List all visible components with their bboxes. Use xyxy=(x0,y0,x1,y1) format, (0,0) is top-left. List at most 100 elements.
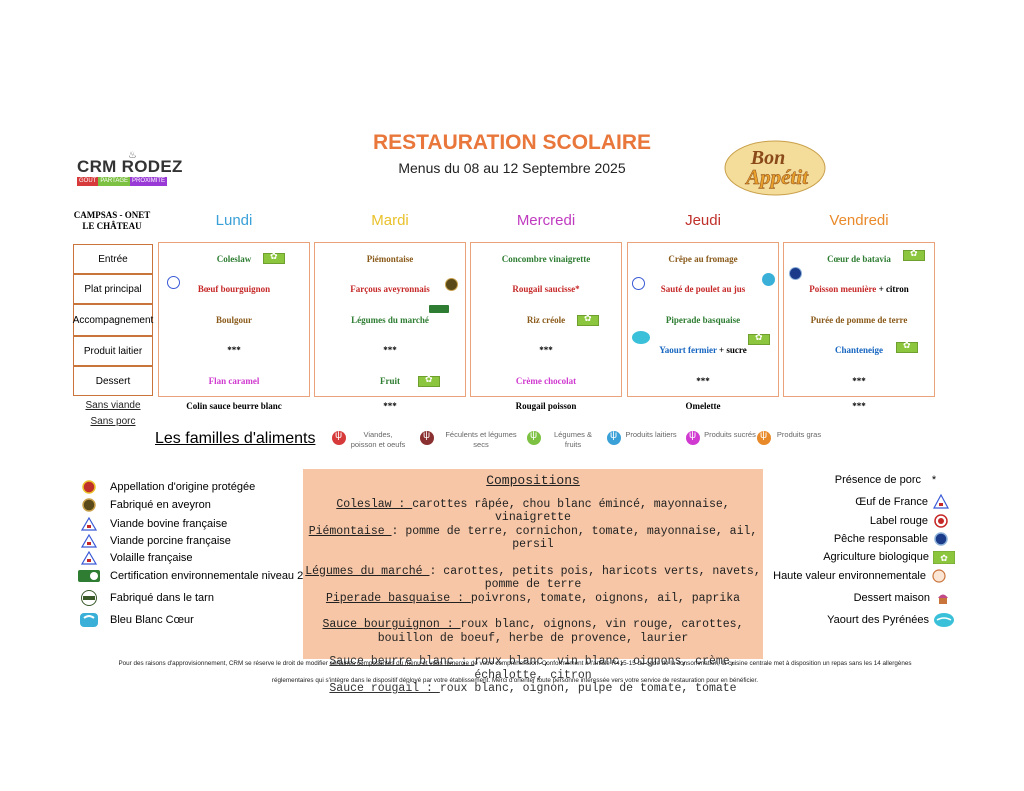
legend-vpf: Viande porcine française xyxy=(78,533,231,549)
aveyron-icon xyxy=(78,497,100,513)
menu-item-laitier: *** xyxy=(539,345,553,355)
row-label-plat: Plat principal xyxy=(73,274,153,304)
yaourt-icon xyxy=(632,331,650,344)
aop-icon xyxy=(78,479,100,495)
menu-column-jeudi: Crêpe au fromage Sauté de poulet au jus … xyxy=(627,242,779,397)
sans-viande-jeudi: Omelette xyxy=(685,401,721,411)
menu-item-plat: Bœuf bourguignon xyxy=(197,284,271,294)
feculents-icon xyxy=(420,430,434,445)
sans-viande-mercredi: Rougail poisson xyxy=(515,401,577,411)
svg-text:Appétit: Appétit xyxy=(744,165,809,189)
menu-item-accompagnement: Légumes du marché xyxy=(351,315,429,325)
menu-item-dessert: Flan caramel xyxy=(208,376,260,386)
legend-yaourt-pyrenees: Yaourt des Pyrénées xyxy=(827,612,956,628)
crm-rodez-logo: ♨ CRM RODEZ GOÛT PARTAGE PROXIMITÉ xyxy=(76,150,186,190)
logo-tagline: GOÛT PARTAGE PROXIMITÉ xyxy=(77,177,168,186)
compositions-title: Compositions xyxy=(486,473,580,488)
yaourt-icon xyxy=(932,612,956,628)
legend-porc: Présence de porc* xyxy=(835,472,944,488)
legend-aop: Appellation d'origine protégée xyxy=(78,479,255,495)
compositions-overflow: Sauce beurre blanc : roux blanc, vin bla… xyxy=(303,655,763,696)
volaille-icon xyxy=(632,277,645,290)
menu-item-plat: Rougail saucisse* xyxy=(512,284,580,294)
day-jeudi: Jeudi xyxy=(685,212,721,229)
bio-icon xyxy=(263,251,285,264)
composition-sauce-rougail: Sauce rougail : roux blanc, oignon, pulp… xyxy=(329,682,737,695)
row-label-laitier: Produit laitier xyxy=(73,336,153,366)
menu-item-accompagnement: Riz créole xyxy=(526,315,566,325)
legend-dessert-maison: Dessert maison xyxy=(854,590,953,606)
peche-icon xyxy=(931,531,951,547)
svg-text:✿: ✿ xyxy=(940,553,948,563)
bio-icon xyxy=(896,340,918,353)
bio-icon: ✿ xyxy=(932,549,956,565)
row-label-accompagnement: Accompagnement xyxy=(73,304,153,336)
viandes-icon xyxy=(332,430,346,445)
menu-item-dessert: *** xyxy=(852,376,866,386)
menu-item-entree: Crêpe au fromage xyxy=(668,254,738,264)
bio-icon xyxy=(748,332,770,345)
svg-text:Bon: Bon xyxy=(750,147,785,169)
menu-column-vendredi: Cœur de batavia Poisson meunière + citro… xyxy=(783,242,935,397)
day-lundi: Lundi xyxy=(215,212,253,229)
row-label-dessert: Dessert xyxy=(73,366,153,396)
famille-feculents: Féculents et légumes secs xyxy=(420,430,524,450)
aveyron-icon xyxy=(445,278,458,291)
footer-note-line1: Pour des raisons d'approvisionnement, CR… xyxy=(118,660,912,667)
row-label-entree: Entrée xyxy=(73,244,153,274)
legumes-icon xyxy=(527,430,541,445)
legend-aveyron: Fabriqué en aveyron xyxy=(78,497,211,513)
famille-legumes: Légumes & fruits xyxy=(527,430,601,450)
hve-icon xyxy=(929,568,949,584)
menu-item-laitier: Chanteneige xyxy=(835,345,883,355)
sans-viande-lundi: Colin sauce beurre blanc xyxy=(186,401,282,411)
vbf-icon xyxy=(78,516,100,532)
bio-icon xyxy=(418,374,440,387)
menu-item-laitier: *** xyxy=(383,345,397,355)
famille-laitiers: Produits laitiers xyxy=(607,430,677,445)
volaille-icon xyxy=(78,550,100,566)
menu-item-laitier: *** xyxy=(227,345,241,355)
hve2-icon xyxy=(78,568,100,584)
menu-item-entree: Cœur de batavia xyxy=(827,254,891,264)
menu-item-laitier: Yaourt fermier + sucre xyxy=(659,345,747,355)
composition-piperade: Piperade basquaise : poivrons, tomate, o… xyxy=(325,591,741,605)
page-subtitle: Menus du 08 au 12 Septembre 2025 xyxy=(398,160,626,176)
site-name: CAMPSAS - ONET LE CHÂTEAU xyxy=(73,210,151,231)
day-mardi: Mardi xyxy=(371,212,409,229)
legend-vbf: Viande bovine française xyxy=(78,516,227,532)
day-mercredi: Mercredi xyxy=(516,212,576,229)
sans-viande-vendredi: *** xyxy=(852,401,866,411)
menu-column-mardi: Piémontaise Farçous aveyronnais Légumes … xyxy=(314,242,466,397)
footer-note-line2: réglementaires qui s'intègre dans le dis… xyxy=(271,677,759,684)
vbf-icon xyxy=(167,276,180,289)
label-rouge-icon xyxy=(931,513,951,529)
sucres-icon xyxy=(686,430,700,445)
star-icon: * xyxy=(931,474,937,486)
tarn-icon xyxy=(78,590,100,606)
composition-sauce-bourguignon: Sauce bourguignon : roux blanc, oignons,… xyxy=(322,618,744,645)
legend-hve2: Certification environnementale niveau 2 xyxy=(78,568,303,584)
menu-item-entree: Concombre vinaigrette xyxy=(501,254,591,264)
menu-item-accompagnement: Boulgour xyxy=(215,315,252,325)
oeuf-france-icon xyxy=(931,494,951,510)
familles-title: Les familles d'aliments xyxy=(155,430,316,447)
gras-icon xyxy=(757,430,771,445)
menu-column-mercredi: Concombre vinaigrette Rougail saucisse* … xyxy=(470,242,622,397)
famille-gras: Produits gras xyxy=(757,430,823,445)
menu-item-dessert: Fruit xyxy=(380,376,400,386)
menu-item-accompagnement: Purée de pomme de terre xyxy=(810,315,908,325)
hve2-icon xyxy=(429,305,449,313)
bleu-blanc-coeur-icon xyxy=(762,273,775,286)
sans-viande-mardi: *** xyxy=(383,401,397,411)
compositions-box: Compositions Coleslaw : carottes râpée, … xyxy=(303,469,763,659)
menu-column-lundi: Coleslaw Bœuf bourguignon Boulgour *** F… xyxy=(158,242,310,397)
famille-sucres: Produits sucrés xyxy=(686,430,756,445)
legend-oeuf-france: Œuf de France xyxy=(855,494,951,510)
composition-coleslaw: Coleslaw : carottes râpée, chou blanc ém… xyxy=(336,497,730,525)
composition-legumes-marche: Légumes du marché : carottes, petits poi… xyxy=(305,564,761,592)
sans-viande-label: Sans viande xyxy=(85,400,141,411)
bio-icon xyxy=(577,313,599,326)
peche-icon xyxy=(789,267,802,280)
chef-hat-icon: ♨ xyxy=(128,150,137,161)
